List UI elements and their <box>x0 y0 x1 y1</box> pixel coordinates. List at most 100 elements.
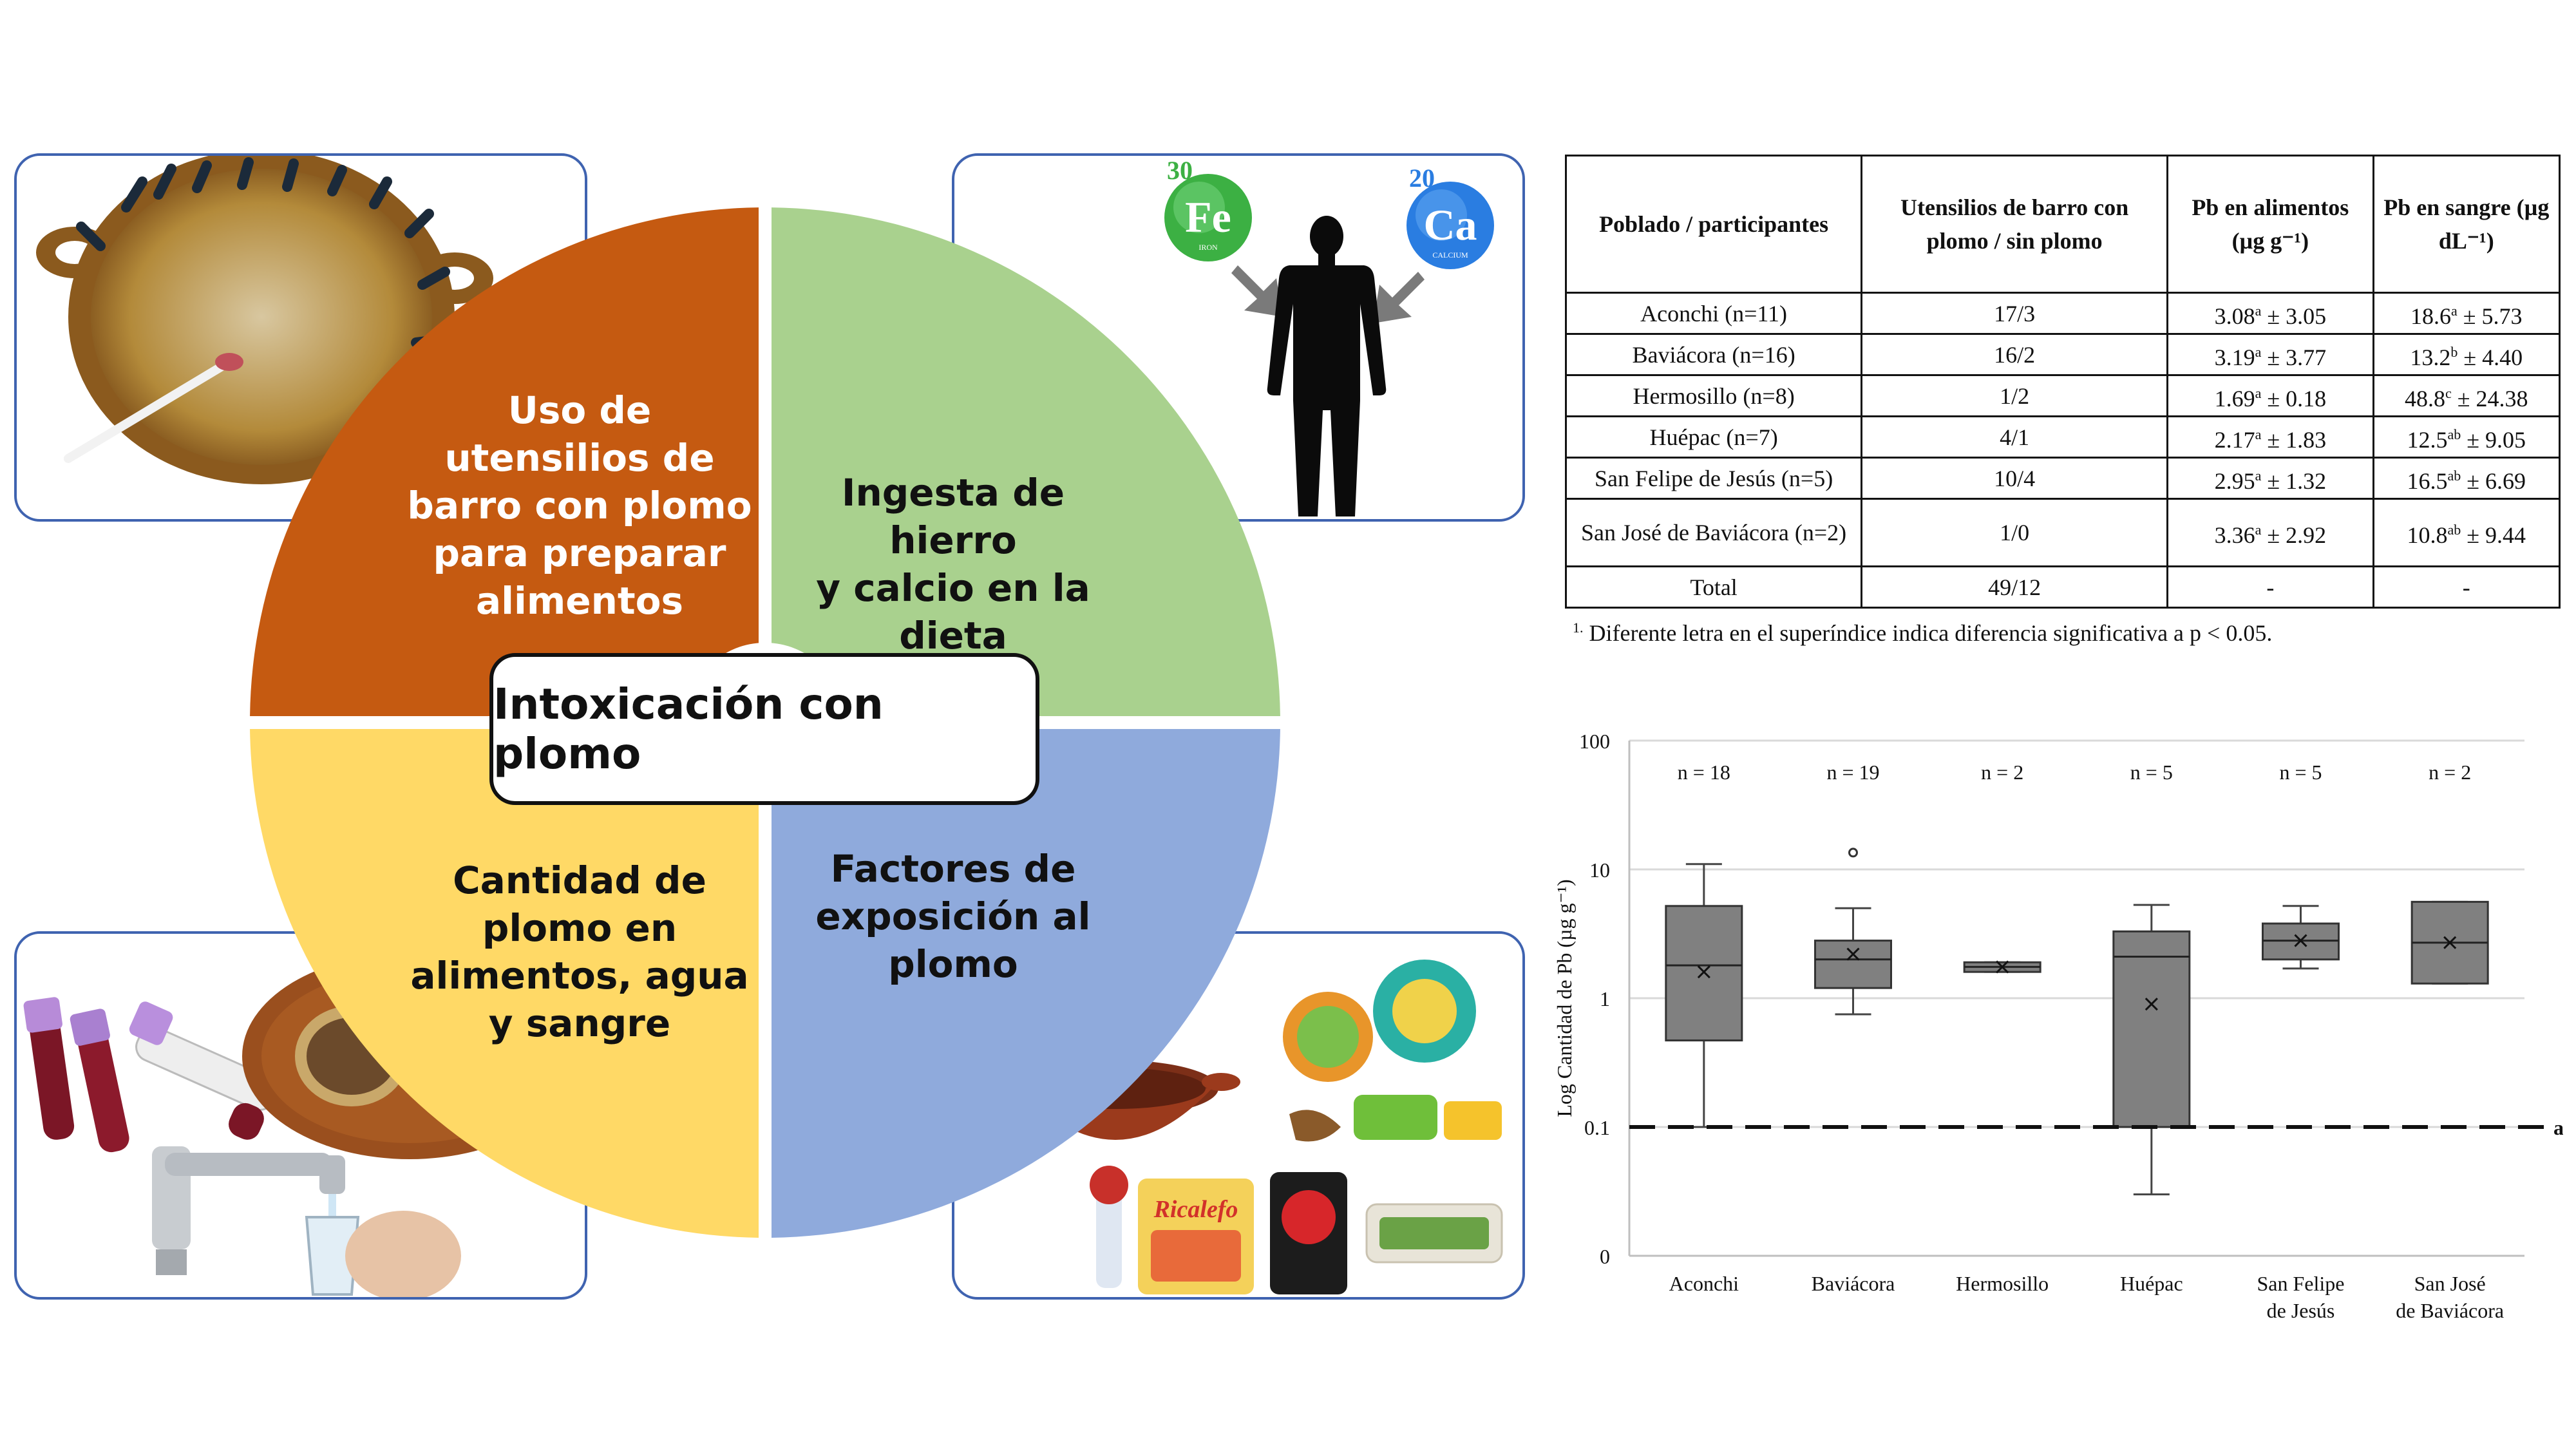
label-line: alimentos <box>475 579 684 623</box>
mean-marker <box>2145 998 2158 1011</box>
significance-letter: ab <box>2447 426 2461 442</box>
cell-town: Aconchi (n=11) <box>1564 292 1863 335</box>
blood-tube-icon <box>23 997 278 1153</box>
significance-letter: a <box>2255 467 2262 484</box>
iron-element-icon: 30 Fe IRON <box>1164 156 1252 261</box>
x-category-label: Huépac <box>2120 1272 2183 1295</box>
table-header-row: Poblado / participantes Utensilios de ba… <box>1564 155 2561 294</box>
quadrant-label-clay-utensils: Uso de utensilios de barro con plomo par… <box>399 386 760 625</box>
y-tick-label: 1 <box>1600 987 1610 1010</box>
box-iqr <box>1814 940 1892 989</box>
quadrant-label-iron-calcium: Ingesta de hierro y calcio en la dieta <box>773 469 1133 659</box>
cell-pb-blood: 18.6a ± 5.73 <box>2372 292 2561 335</box>
cell-utensils: 1/2 <box>1861 374 2169 417</box>
reference-line-label: a <box>2553 1116 2563 1139</box>
significance-letter: c <box>2445 384 2452 401</box>
significance-letter: a <box>2255 384 2262 401</box>
n-label: n = 2 <box>2429 761 2471 784</box>
x-category-label: de Jesús <box>2267 1299 2335 1322</box>
label-line: Cantidad de <box>453 858 706 902</box>
quadrant-lead-amount <box>250 729 759 1238</box>
mean-marker <box>1697 965 1710 979</box>
iron-number: 30 <box>1167 156 1193 185</box>
cell-utensils: 10/4 <box>1861 457 2169 500</box>
cell-pb-blood: 10.8ab ± 9.44 <box>2372 498 2561 567</box>
quadrant-label-lead-amount: Cantidad de plomo en alimentos, agua y s… <box>399 857 760 1047</box>
label-line: plomo en <box>482 906 677 950</box>
y-tick-label: 10 <box>1589 858 1610 882</box>
calcium-symbol: Ca <box>1423 200 1477 249</box>
label-line: utensilios de <box>444 436 715 480</box>
mean-marker <box>1846 947 1860 961</box>
cell-town: Baviácora (n=16) <box>1564 333 1863 376</box>
cell-town: Huépac (n=7) <box>1564 415 1863 459</box>
table-footnote: 1. Diferente letra en el superíndice ind… <box>1573 620 2272 647</box>
n-label: n = 18 <box>1678 761 1730 784</box>
arrow-right-down-icon <box>1231 265 1283 317</box>
cell-total-utensils: 49/12 <box>1861 565 2169 609</box>
cell-pb-blood: 13.2b ± 4.40 <box>2372 333 2561 376</box>
label-line: dieta <box>899 614 1007 658</box>
human-silhouette-icon <box>1267 216 1387 516</box>
mean-marker <box>2443 936 2457 949</box>
cell-total-food: - <box>2166 565 2374 609</box>
cell-pb-blood: 12.5ab ± 9.05 <box>2372 415 2561 459</box>
y-axis-label: Log Cantidad de Pb (µg g⁻¹) <box>1553 879 1576 1117</box>
cell-utensils: 4/1 <box>1861 415 2169 459</box>
cell-pb-food: 2.95a ± 1.32 <box>2166 457 2374 500</box>
cell-utensils: 17/3 <box>1861 292 2169 335</box>
clay-pot-image-box <box>14 153 587 522</box>
label-line: alimentos, agua <box>410 954 749 998</box>
cell-pb-food: 3.19a ± 3.77 <box>2166 333 2374 376</box>
calcium-subtext: CALCIUM <box>1432 251 1468 260</box>
iron-subtext: IRON <box>1198 243 1218 252</box>
significance-letter: a <box>2451 302 2458 319</box>
y-tick-label: 0 <box>1600 1245 1610 1268</box>
water-glass-icon <box>305 1211 461 1297</box>
label-line: Ingesta de hierro <box>841 471 1065 562</box>
cell-town: Hermosillo (n=8) <box>1564 374 1863 417</box>
cell-pb-food: 3.08a ± 3.05 <box>2166 292 2374 335</box>
box-iqr <box>2112 930 2191 1128</box>
candy-icon: Ricalefo <box>1090 1166 1503 1294</box>
x-category-label: Baviácora <box>1812 1272 1895 1295</box>
x-category-label: Aconchi <box>1669 1272 1739 1295</box>
cell-pb-food: 1.69a ± 0.18 <box>2166 374 2374 417</box>
cell-town: San Felipe de Jesús (n=5) <box>1564 457 1863 500</box>
quadrant-circle <box>250 207 1280 1238</box>
center-title-box: Intoxicación con plomo <box>489 653 1039 805</box>
mean-marker <box>1996 960 2009 974</box>
footnote-text: Diferente letra en el superíndice indica… <box>1589 620 2273 646</box>
y-tick-label: 100 <box>1579 730 1610 753</box>
header-pb-food: Pb en alimentos (µg g⁻¹) <box>2166 155 2374 294</box>
label-line: y calcio en la <box>816 566 1090 610</box>
faucet-icon <box>152 1146 345 1275</box>
label-line: exposición al <box>815 895 1091 938</box>
quadrant-clay-utensils <box>250 207 759 716</box>
header-utensils: Utensilios de barro con plomo / sin plom… <box>1861 155 2169 294</box>
mean-marker <box>2294 934 2307 947</box>
significance-letter: a <box>2255 426 2262 442</box>
footnote-marker: 1. <box>1573 620 1584 636</box>
n-label: n = 5 <box>2279 761 2322 784</box>
x-category-label: Hermosillo <box>1956 1272 2049 1295</box>
outlier-point <box>1848 848 1858 858</box>
label-line: Uso de <box>507 388 652 432</box>
quadrant-exposure-factors <box>772 729 1280 1238</box>
human-silhouette-illustration: 30 Fe IRON 20 Ca CALCIUM <box>1164 156 1494 516</box>
cell-town: San José de Baviácora (n=2) <box>1564 498 1863 567</box>
diagram-panel: 30 Fe IRON 20 Ca CALCIUM <box>14 153 1525 1300</box>
label-line: Factores de <box>830 847 1076 891</box>
significance-letter: a <box>2255 343 2262 360</box>
label-line: y sangre <box>488 1001 671 1045</box>
significance-letter: ab <box>2447 522 2461 538</box>
